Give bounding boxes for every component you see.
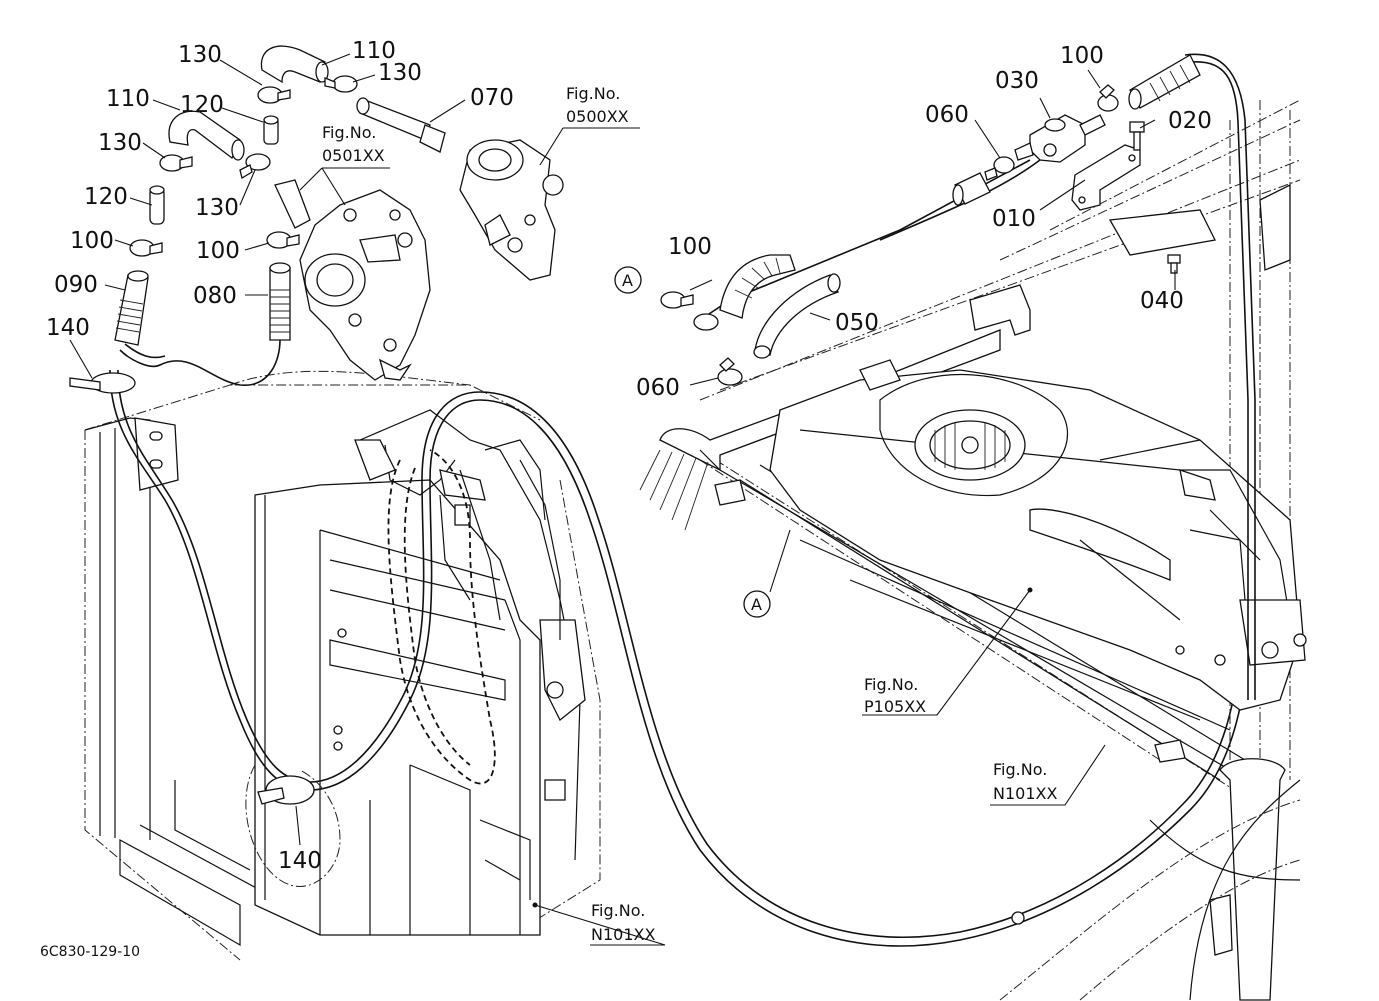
fig-0501-caption: Fig.No. bbox=[322, 123, 376, 142]
corrugated-hose-080 bbox=[269, 262, 291, 341]
clamp-130-a bbox=[257, 86, 291, 104]
leader-fig-n101-right bbox=[990, 744, 1106, 806]
view-marker-a-upper-circle bbox=[614, 266, 642, 294]
view-marker-a-upper: A bbox=[622, 271, 633, 290]
part-leaders bbox=[69, 53, 1176, 846]
label-140-upper: 140 bbox=[46, 315, 90, 341]
label-040: 040 bbox=[1140, 288, 1184, 314]
clamp-100-c bbox=[660, 291, 694, 309]
left-frame-assembly bbox=[84, 370, 601, 961]
label-090: 090 bbox=[54, 272, 98, 298]
corrugated-hose-right-top bbox=[1128, 54, 1201, 110]
label-070: 070 bbox=[470, 85, 514, 111]
drawing-id: 6C830-129-10 bbox=[40, 944, 140, 960]
leader-dot-p105 bbox=[1027, 587, 1033, 593]
hose-110-lower bbox=[168, 110, 245, 161]
label-130-middle: 130 bbox=[195, 195, 239, 221]
label-110-upper: 110 bbox=[352, 38, 396, 64]
thermostat-housing-0500 bbox=[459, 139, 564, 281]
bolt-040 bbox=[1167, 254, 1181, 274]
cable-tie-140-b bbox=[257, 775, 315, 805]
clamp-100-d bbox=[1097, 84, 1119, 112]
fig-p105-caption: Fig.No. bbox=[864, 675, 918, 694]
detail-callout-140 bbox=[245, 764, 341, 887]
clamp-100-a bbox=[129, 239, 163, 257]
leader-fig-0500 bbox=[539, 127, 640, 166]
label-010: 010 bbox=[992, 206, 1036, 232]
hidden-hose-loop bbox=[387, 449, 496, 785]
label-060-lower: 060 bbox=[636, 375, 680, 401]
right-frame-assembly bbox=[639, 99, 1307, 1001]
fig-n101-right-number: N101XX bbox=[993, 784, 1057, 803]
corrugated-hose-right-050 bbox=[693, 254, 796, 331]
view-marker-a-lower-circle bbox=[743, 590, 771, 618]
label-120-upper: 120 bbox=[180, 92, 224, 118]
clamp-060-a bbox=[984, 156, 1015, 181]
pipe-stub-0501 bbox=[274, 179, 311, 229]
fig-n101-right-caption: Fig.No. bbox=[993, 760, 1047, 779]
clamp-130-d bbox=[239, 153, 271, 180]
part-number-labels: 110 130 130 120 070 110 130 120 130 100 … bbox=[46, 38, 1212, 874]
water-pump-0501 bbox=[299, 189, 431, 381]
hose-050 bbox=[753, 273, 841, 359]
label-140-lower: 140 bbox=[278, 848, 322, 874]
fig-n101-left-number: N101XX bbox=[591, 925, 655, 944]
label-060-upper: 060 bbox=[925, 102, 969, 128]
pipe-120-a bbox=[263, 115, 279, 145]
label-120-lower: 120 bbox=[84, 184, 128, 210]
label-100-right-lower: 100 bbox=[668, 234, 712, 260]
label-100-middle: 100 bbox=[196, 238, 240, 264]
leader-fig-0501 bbox=[299, 167, 390, 206]
pipe-120-b bbox=[149, 185, 165, 225]
clamp-130-c bbox=[159, 154, 193, 172]
fig-p105-number: P105XX bbox=[864, 697, 926, 716]
drain-hose bbox=[109, 339, 1251, 947]
hose-060 bbox=[952, 172, 991, 206]
label-050: 050 bbox=[835, 310, 879, 336]
bracket-010 bbox=[1071, 144, 1141, 211]
label-130-upper-right: 130 bbox=[378, 60, 422, 86]
leader-fig-p105 bbox=[862, 589, 1031, 716]
clamp-130-b bbox=[324, 75, 358, 93]
leader-fig-n101-left bbox=[534, 904, 666, 946]
fig-0500-number: 0500XX bbox=[566, 107, 629, 126]
cable-tie-140-a bbox=[69, 372, 136, 394]
label-130-left: 130 bbox=[98, 130, 142, 156]
valve-030 bbox=[1014, 114, 1106, 163]
corrugated-hose-090 bbox=[114, 270, 149, 346]
label-020: 020 bbox=[1168, 108, 1212, 134]
hose-110-upper bbox=[260, 45, 329, 84]
fig-0500-caption: Fig.No. bbox=[566, 84, 620, 103]
view-markers: A A bbox=[614, 266, 771, 618]
label-100-left: 100 bbox=[70, 228, 114, 254]
bolt-020 bbox=[1129, 121, 1145, 151]
clamp-100-b bbox=[266, 231, 300, 249]
label-100-right-upper: 100 bbox=[1060, 43, 1104, 69]
label-110-lower: 110 bbox=[106, 86, 150, 112]
leader-dot-n101-left bbox=[532, 902, 538, 908]
leader-view-a-lower bbox=[769, 529, 791, 593]
label-080: 080 bbox=[193, 283, 237, 309]
clamp-060-b bbox=[717, 357, 743, 386]
fig-0501-number: 0501XX bbox=[322, 146, 385, 165]
fig-n101-left-caption: Fig.No. bbox=[591, 901, 645, 920]
label-130-upper-left: 130 bbox=[178, 42, 222, 68]
pipe-070 bbox=[356, 97, 446, 153]
figure-references: Fig.No. 0500XX Fig.No. 0501XX Fig.No. P1… bbox=[322, 84, 1057, 944]
label-030: 030 bbox=[995, 68, 1039, 94]
view-marker-a-lower: A bbox=[751, 595, 762, 614]
